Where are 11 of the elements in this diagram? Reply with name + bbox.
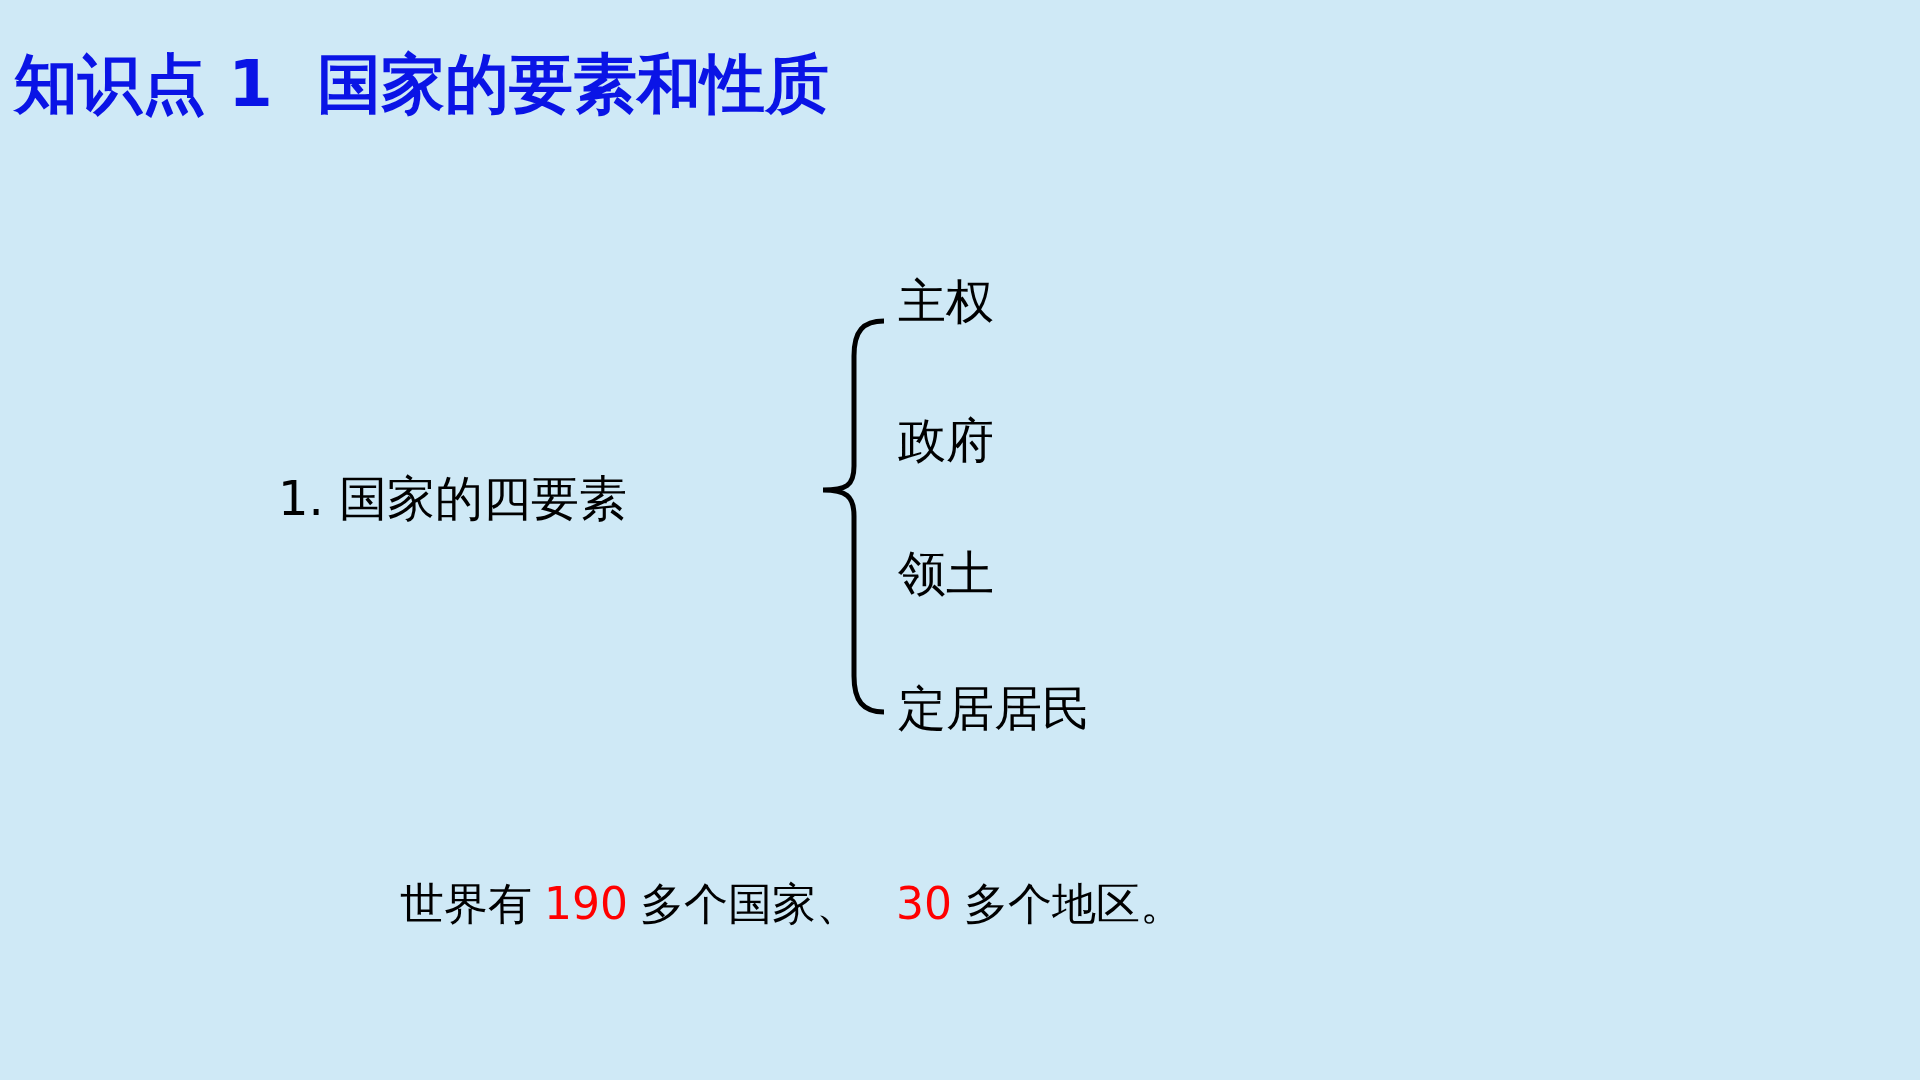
element-label: 政府 xyxy=(898,416,994,464)
element-label: 领土 xyxy=(898,549,994,597)
element-label: 定居居民 xyxy=(898,684,1090,732)
highlighted-number: 30 xyxy=(896,878,952,929)
slide-title: 知识点 1 国家的要素和性质 xyxy=(14,52,830,116)
sentence-text: 世界有 xyxy=(400,878,532,929)
element-label: 主权 xyxy=(898,277,994,325)
sentence-text: 多个地区。 xyxy=(964,878,1184,929)
highlighted-number: 190 xyxy=(544,878,628,929)
sentence-text: 多个国家、 xyxy=(640,878,860,929)
topic-label: 1. 国家的四要素 xyxy=(278,474,628,522)
